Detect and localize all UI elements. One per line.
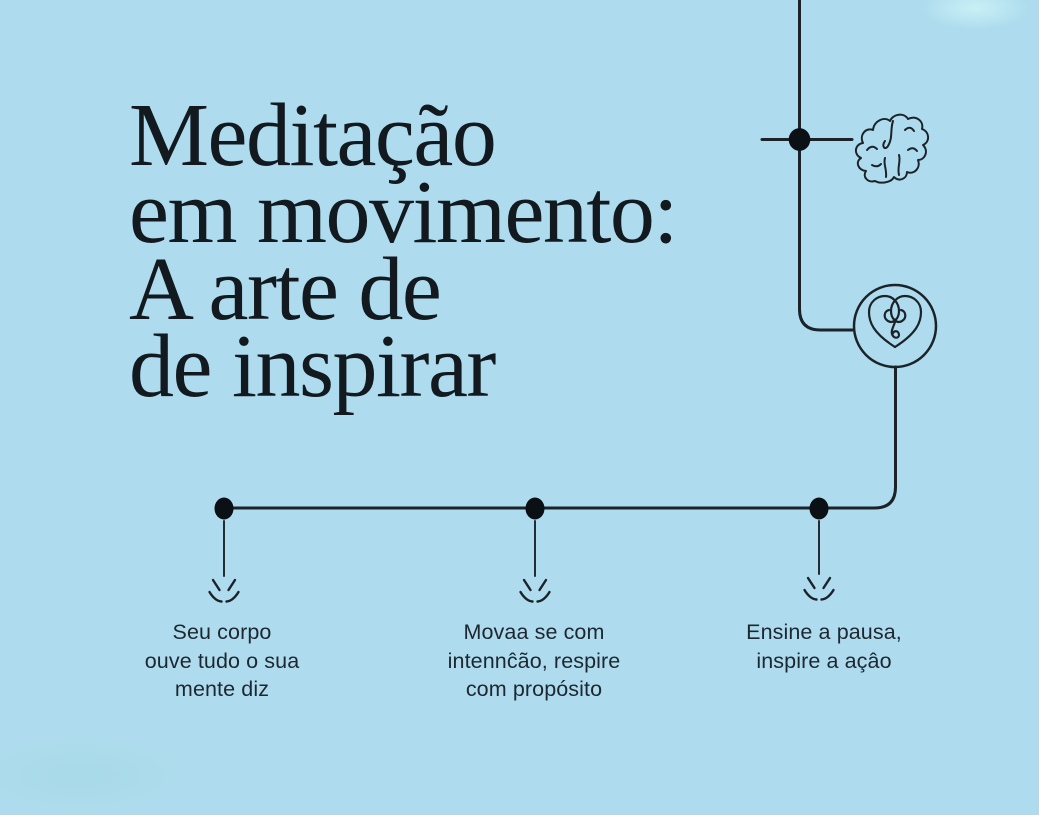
branch-label-line: intennĉão, respire [447, 648, 621, 673]
branch-label-line: Ensine a pausa, [746, 620, 902, 644]
branch-label-line: ouve tudo o sua [144, 648, 300, 673]
title-line-4: de inspirar [129, 317, 496, 416]
heart-icon [867, 294, 923, 349]
timeline-dot-3 [809, 497, 829, 520]
branch-label-line: com propósito [465, 677, 603, 701]
branch-label-line: Movaa se com [463, 620, 605, 644]
timeline-dot-1 [214, 497, 234, 520]
title-line-3: A arte de [129, 240, 442, 339]
connector-circle-to-timeline [222, 365, 897, 510]
branch-label-line: Seu corpo [172, 620, 272, 644]
timeline-dot-2 [525, 497, 545, 520]
branch-label-line: inspire a açâo [756, 648, 892, 673]
heart-circle [852, 283, 938, 369]
junction-dot-brain [788, 128, 811, 151]
brain-icon [855, 113, 930, 184]
branch-label-line: mente diz [174, 677, 270, 701]
title-line-1: Meditação [129, 86, 497, 185]
connector-top-vertical [798, 0, 855, 332]
branch-label-3: Ensine a pausa, inspire a açâo [746, 618, 902, 675]
down-arrow-icon [519, 578, 551, 603]
down-arrow-icon [208, 578, 240, 603]
flow-diagram [208, 0, 938, 603]
page-title: Meditação em movimento: A arte de de ins… [129, 86, 678, 416]
branch-label-2: Movaa se com intennĉão, respire com prop… [448, 618, 621, 704]
branch-label-1: Seu corpo ouve tudo o sua mente diz [145, 618, 300, 704]
down-arrow-icon [803, 576, 835, 601]
title-line-2: em movimento: [129, 163, 678, 262]
